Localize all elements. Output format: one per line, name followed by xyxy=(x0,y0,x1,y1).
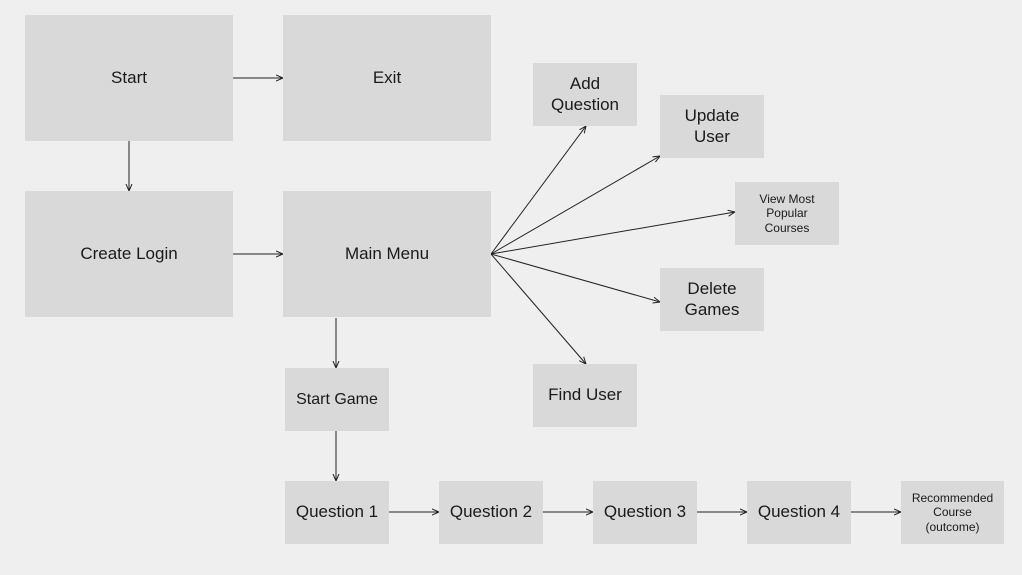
node-question-3: Question 3 xyxy=(593,481,697,544)
node-find-user: Find User xyxy=(533,364,637,427)
node-start-game-label: Start Game xyxy=(296,390,378,408)
node-update-user-label: Update User xyxy=(684,106,740,146)
arrow-main-menu-to-find-user xyxy=(490,253,586,364)
node-start-label: Start xyxy=(111,67,147,87)
node-question-1-label: Question 1 xyxy=(295,502,379,522)
node-recommended-course: Recommended Course (outcome) xyxy=(901,481,1004,544)
arrow-main-menu-to-update-user xyxy=(490,156,660,255)
arrow-main-menu-to-view-popular xyxy=(490,212,735,255)
arrow-main-menu-to-add-question xyxy=(490,126,586,255)
node-question-1: Question 1 xyxy=(285,481,389,544)
node-create-login: Create Login xyxy=(25,191,233,317)
node-main-menu: Main Menu xyxy=(283,191,491,317)
node-question-2: Question 2 xyxy=(439,481,543,544)
node-question-3-label: Question 3 xyxy=(603,502,687,522)
node-add-question-label: Add Question xyxy=(550,74,620,114)
node-delete-games-label: Delete Games xyxy=(684,279,740,319)
arrow-main-menu-to-delete-games xyxy=(490,253,660,302)
node-update-user: Update User xyxy=(660,95,764,158)
node-add-question: Add Question xyxy=(533,63,637,126)
node-start: Start xyxy=(25,15,233,141)
node-exit: Exit xyxy=(283,15,491,141)
node-view-popular-courses-label: View Most Popular Courses xyxy=(759,191,815,235)
node-exit-label: Exit xyxy=(372,67,402,87)
node-recommended-course-label: Recommended Course (outcome) xyxy=(911,490,994,534)
node-find-user-label: Find User xyxy=(548,385,622,405)
node-view-popular-courses: View Most Popular Courses xyxy=(735,182,839,245)
node-question-4: Question 4 xyxy=(747,481,851,544)
node-main-menu-label: Main Menu xyxy=(344,243,430,263)
node-start-game: Start Game xyxy=(285,368,389,431)
node-question-4-label: Question 4 xyxy=(757,502,841,522)
node-create-login-label: Create Login xyxy=(80,243,178,263)
node-question-2-label: Question 2 xyxy=(449,502,533,522)
node-delete-games: Delete Games xyxy=(660,268,764,331)
